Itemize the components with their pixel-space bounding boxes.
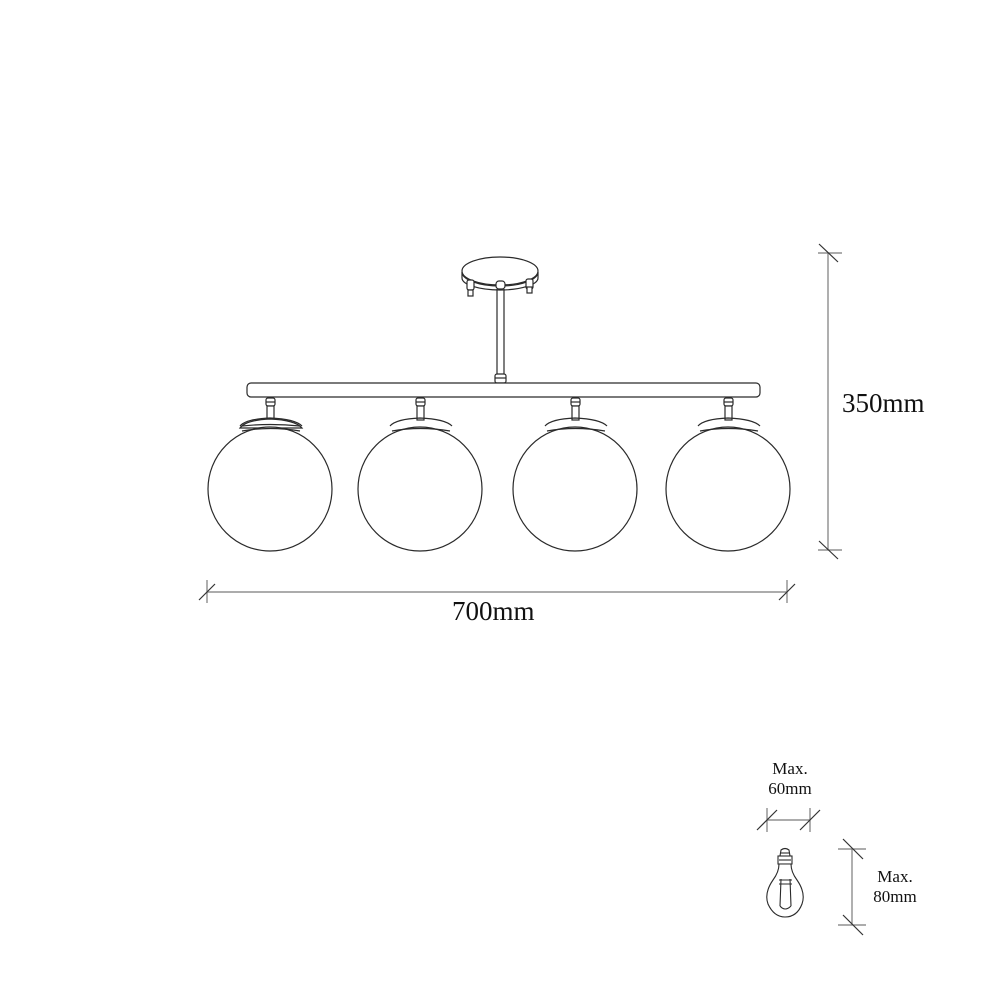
bulb-height-label-line2: 80mm — [873, 887, 917, 906]
bulb-height-label: Max. 80mm — [866, 867, 924, 907]
ceiling-canopy — [461, 256, 539, 297]
globe-1 — [207, 397, 333, 552]
down-rod — [494, 280, 507, 384]
bulb-height-dimension-line — [838, 838, 866, 936]
width-dimension-line — [198, 580, 796, 603]
bulb-width-dimension-line — [756, 808, 821, 832]
height-dimension-label: 350mm — [842, 388, 925, 418]
bulb-height-label-line1: Max. — [877, 867, 913, 886]
width-dimension-label: 700mm — [452, 596, 535, 626]
bulb-width-label-line2: 60mm — [768, 779, 812, 798]
height-dimension-line — [818, 243, 842, 560]
bulb-width-label: Max. 60mm — [760, 759, 820, 799]
bulb-icon — [766, 847, 804, 918]
globe-3 — [512, 397, 638, 552]
globe-2 — [357, 397, 483, 552]
horizontal-bar — [246, 382, 761, 398]
globe-4 — [665, 397, 791, 552]
bulb-width-label-line1: Max. — [772, 759, 808, 778]
